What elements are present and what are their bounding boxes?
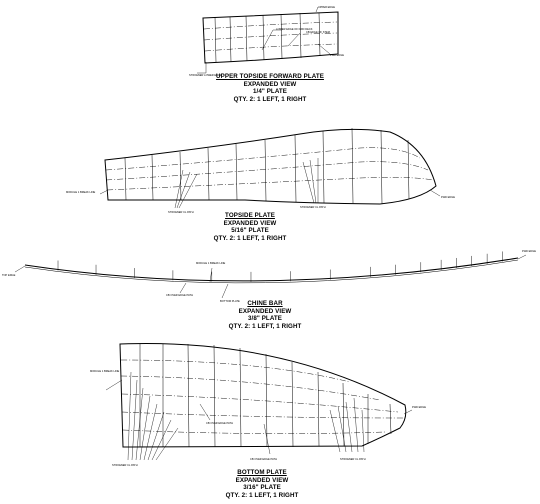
topside-plate-leaders (99, 158, 441, 209)
bottom-plate-thickness: 3/16" PLATE (243, 484, 281, 492)
topside-module-break-label: MODULE 1 BREAK LINE (66, 190, 96, 194)
upper-deck-edge-label: LOWER EDGE OF FWD DECK (276, 27, 313, 31)
bottom-plate: MODULE 1 BREAK LINE CB OVER EDGE PATH ST… (90, 343, 426, 467)
bottom-cb-path-label: CB OVER EDGE PATH (250, 457, 277, 461)
chine-bottom-label: BOTTOM PLATE (220, 299, 240, 303)
topside-plate-frames (124, 127, 410, 205)
bottom-plate-waterlines (120, 359, 404, 434)
chine-bar-view: EXPANDED VIEW (238, 307, 292, 315)
chine-bar-title: CHINE BAR (247, 300, 283, 307)
topside-plate-outline (104, 128, 437, 205)
chine-module-break-label: MODULE 1 BREAK LINE (196, 261, 226, 265)
upper-plate-caption: UPPER TOPSIDE FORWARD PLATE EXPANDED VIE… (170, 73, 370, 103)
upper-plate-waterlines (203, 21, 338, 52)
chine-cb-over-label: CB OVER EDGE PATH (166, 293, 193, 297)
chine-bar-bottom-edge (24, 259, 519, 284)
chine-bar-top-edge (24, 257, 519, 282)
upper-plate-outline (202, 11, 339, 64)
bottom-plate-title: BOTTOM PLATE (237, 469, 287, 476)
bottom-stiffener-label-2: STIFFENER CL PATH (340, 457, 366, 461)
bottom-plate-caption: BOTTOM PLATE EXPANDED VIEW 3/16" PLATE Q… (162, 469, 362, 499)
bottom-cb-over-label: CB OVER EDGE PATH (206, 421, 233, 425)
chine-aft-end-label: TOP EDGE (2, 273, 16, 277)
chine-bar-caption: CHINE BAR EXPANDED VIEW 3/8" PLATE QTY. … (165, 300, 365, 330)
upper-plate-view: EXPANDED VIEW (243, 80, 297, 88)
chine-bar-frame-marks (57, 251, 503, 282)
bottom-module-break-label: MODULE 1 BREAK LINE (90, 369, 120, 373)
bottom-fwd-edge-label: FWD EDGE (412, 405, 426, 409)
upper-plate-qty: QTY. 2: 1 LEFT, 1 RIGHT (233, 95, 307, 103)
upper-plate-frames (214, 12, 321, 63)
upper-lower-edge-label: STIFFENER LOWER EDGE (189, 73, 222, 77)
bottom-plate-view: EXPANDED VIEW (235, 476, 289, 484)
topside-stiffener-label-2: STIFFENER CL PATH (300, 205, 326, 209)
chine-bar-thickness: 3/8" PLATE (247, 315, 283, 323)
bottom-plate-frames (139, 343, 392, 448)
chine-bar-qty: QTY. 2: 1 LEFT, 1 RIGHT (228, 322, 302, 330)
upper-plate-title: UPPER TOPSIDE FORWARD PLATE (216, 73, 324, 80)
bottom-plate-leaders (105, 371, 413, 461)
upper-plate-leaders (197, 6, 331, 74)
topside-stiffener-label-1: STIFFENER CL PATH (168, 210, 194, 214)
chine-bar: TOP EDGE MODULE 1 BREAK LINE BOTTOM PLAT… (2, 249, 536, 303)
bottom-plate-outline (119, 343, 407, 448)
chine-fwd-label: FWD EDGE (522, 249, 536, 253)
upper-stem-edge-label: CB EDGE OF STEM (306, 30, 330, 34)
upper-fwd-edge-label: FWD EDGE (330, 53, 344, 57)
upper-topside-forward-plate: STIFFENER LOWER EDGE LOWER EDGE OF FWD D… (189, 5, 344, 77)
upper-plate-thickness: 1/4" PLATE (252, 88, 288, 96)
topside-fwd-edge-label: FWD EDGE (441, 195, 455, 199)
topside-plate: MODULE 1 BREAK LINE STIFFENER CL PATH ST… (66, 127, 455, 214)
topside-plate-waterlines (105, 147, 434, 191)
bottom-plate-qty: QTY. 2: 1 LEFT, 1 RIGHT (225, 491, 299, 499)
topside-plate-qty: QTY. 2: 1 LEFT, 1 RIGHT (213, 234, 287, 242)
bottom-stiffener-label-1: STIFFENER CL PATH (112, 463, 138, 467)
upper-top-edge-label: UPPER EDGE (318, 5, 335, 9)
chine-bar-leaders (14, 254, 527, 299)
topside-plate-view: EXPANDED VIEW (223, 219, 277, 227)
topside-plate-caption: TOPSIDE PLATE EXPANDED VIEW 5/16" PLATE … (150, 212, 350, 242)
topside-plate-title: TOPSIDE PLATE (225, 212, 275, 219)
topside-plate-thickness: 5/16" PLATE (231, 227, 269, 235)
